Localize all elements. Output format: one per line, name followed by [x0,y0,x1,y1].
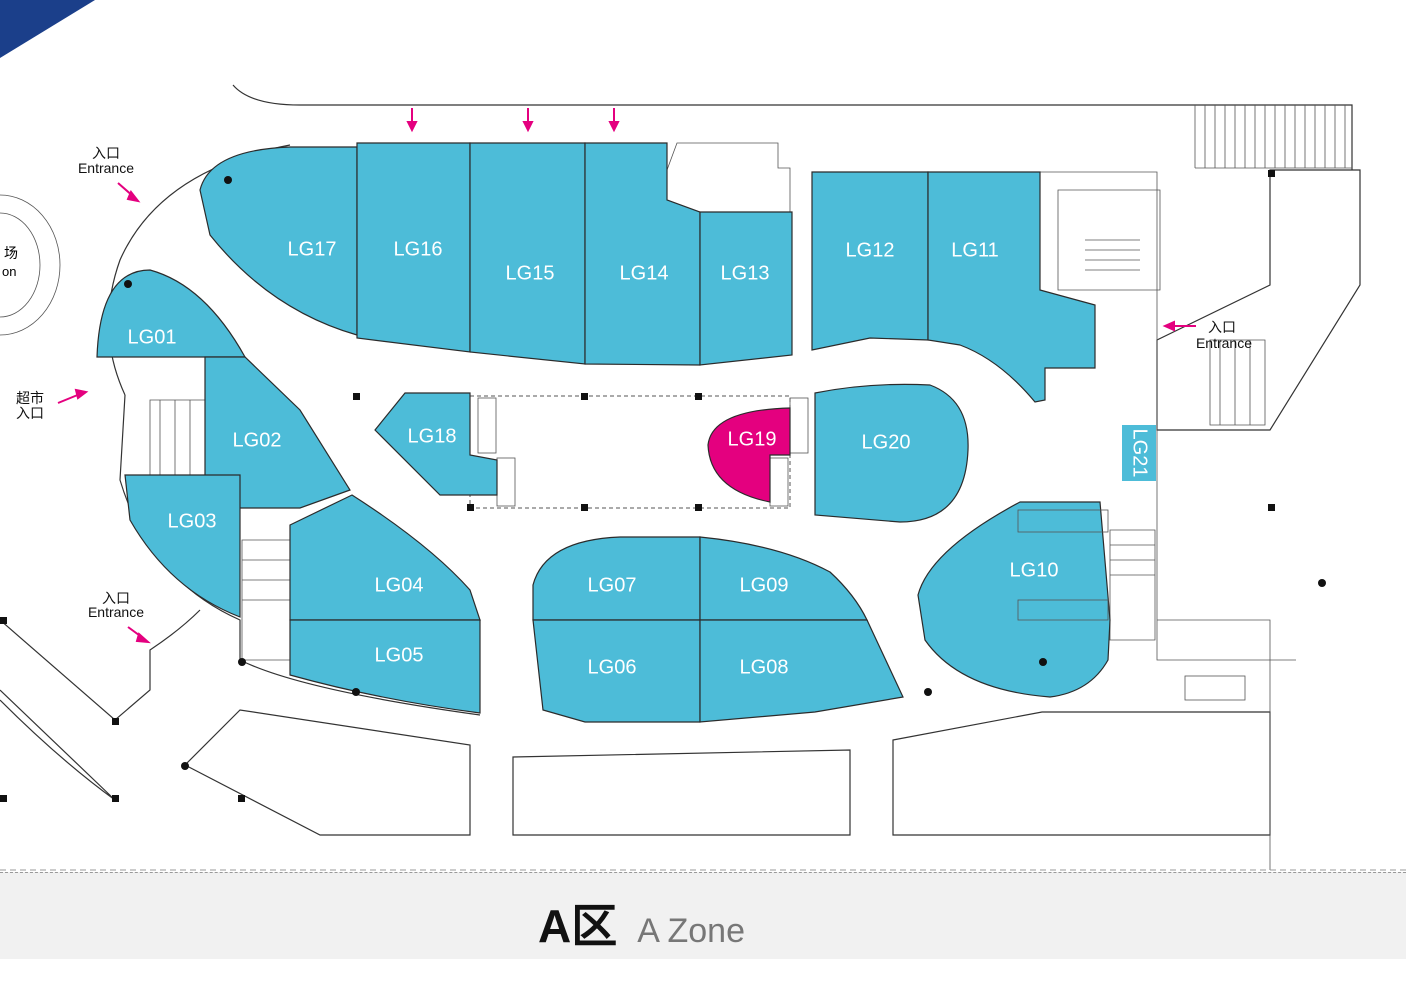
corner-decoration [0,0,95,58]
store-lg13[interactable]: LG13 [699,211,793,366]
store-lg09[interactable]: LG09 [699,536,868,621]
store-lg03[interactable]: LG03 [124,474,241,618]
planter [512,749,851,836]
building-wall [0,689,116,801]
store-lg17[interactable]: LG17 [199,146,358,336]
store-lg12[interactable]: LG12 [811,171,929,351]
store-lg07[interactable]: LG07 [532,536,701,621]
building-wall [1156,169,1361,431]
stairs-hatch [1194,105,1352,169]
escalator [496,457,516,507]
store-lg11[interactable]: LG11 [927,171,1096,403]
entrance-top-left: 入口 Entrance [78,145,141,203]
store-lg20[interactable]: LG20 [814,383,969,523]
building-wall [1040,171,1296,870]
entrance-bottom-left: 入口 Entrance [88,590,151,644]
store-lg18[interactable]: LG18 [374,392,498,496]
building-wall [0,609,201,721]
store-lg06[interactable]: LG06 [532,619,701,723]
store-lg10[interactable]: LG10 [917,501,1111,698]
store-lg15[interactable]: LG15 [469,142,586,365]
floor-plan: 场 on LG17 LG16 LG15 LG14 LG13 LG12 LG11 … [0,0,1406,871]
planter [183,709,471,836]
escalator [1209,339,1266,426]
store-lg21[interactable]: LG21 [1122,425,1156,481]
store-lg04[interactable]: LG04 [289,494,481,621]
svg-text:入口: 入口 [102,590,130,606]
plaza-label-en: on [2,264,16,279]
arrow-icon [135,632,151,644]
store-lg01[interactable]: LG01 [96,269,247,358]
plaza-outline-inner [0,212,41,318]
store-lg05[interactable]: LG05 [289,619,481,714]
atrium-void [469,395,791,509]
svg-text:Entrance: Entrance [78,160,134,176]
arrow-icon [1162,320,1175,332]
service-room [1017,599,1109,621]
svg-text:超市: 超市 [16,390,44,406]
escalator [769,457,789,507]
zone-title-en: A Zone [637,912,745,950]
escalator [789,397,809,454]
escalator [477,397,497,454]
arrow-icon [74,388,89,400]
store-lg19[interactable]: LG19 [707,407,791,503]
zone-title: A区 A Zone [538,890,745,956]
svg-text:入口: 入口 [92,145,120,161]
entrance-arrows-top [406,108,620,133]
entrance-supermarket: 超市 入口 [16,388,89,421]
store-lg08[interactable]: LG08 [699,619,904,723]
entrance-right: 入口 Entrance [1162,319,1252,351]
escalator [1184,675,1246,701]
footer-band [0,872,1406,959]
plaza-label-cn: 场 [4,245,18,261]
plaza-outline [0,194,61,336]
svg-text:Entrance: Entrance [1196,335,1252,351]
zone-title-cn: A区 [538,900,618,952]
building-wall [232,84,1353,170]
escalator [149,399,206,476]
store-lg14[interactable]: LG14 [584,142,701,366]
service-core [1057,189,1161,291]
service-room [1017,509,1109,533]
arrow-icon [126,190,141,203]
service-core [666,142,791,213]
stairs [241,539,291,661]
pillars [0,170,1326,802]
svg-text:Entrance: Entrance [88,604,144,620]
stairs [1109,529,1156,641]
svg-text:入口: 入口 [16,405,44,421]
store-lg16[interactable]: LG16 [356,142,471,353]
planter [892,711,1271,836]
svg-text:入口: 入口 [1208,319,1236,335]
